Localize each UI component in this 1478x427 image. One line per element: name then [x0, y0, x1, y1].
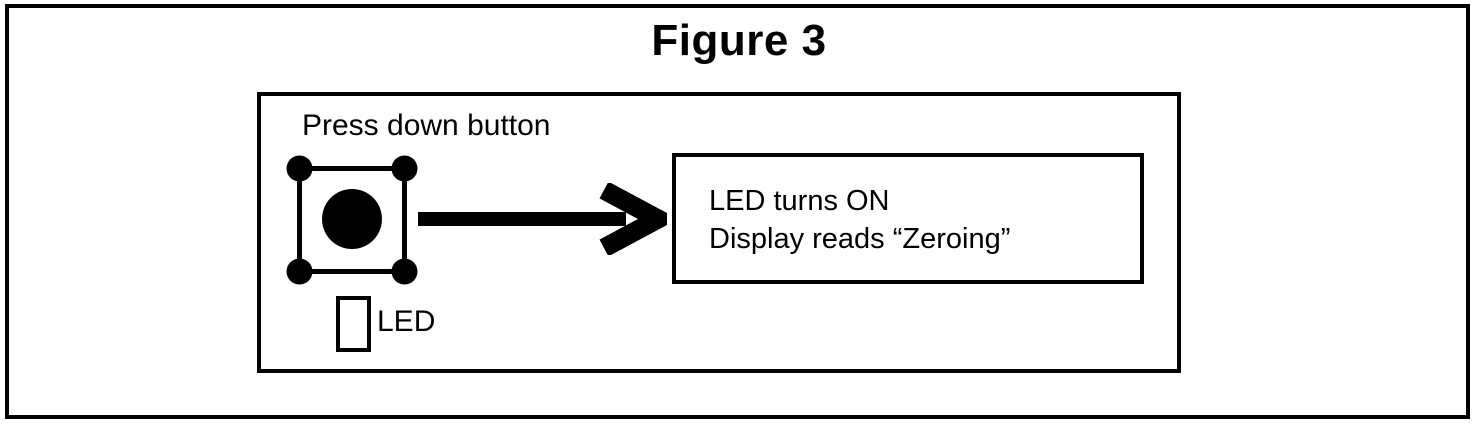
figure-title: Figure 3: [651, 16, 827, 65]
diagram-box: [257, 92, 1181, 373]
led-indicator-icon: [336, 296, 371, 352]
result-line-2: Display reads “Zeroing”: [709, 223, 1011, 255]
led-label: LED: [377, 305, 436, 338]
arrow-right-icon: [418, 183, 667, 255]
result-line-1: LED turns ON: [709, 185, 890, 217]
push-button-icon: [286, 155, 418, 285]
figure-frame: [5, 4, 1470, 419]
result-box: LED turns ON Display reads “Zeroing”: [672, 153, 1144, 284]
press-down-button-label: Press down button: [302, 109, 551, 142]
